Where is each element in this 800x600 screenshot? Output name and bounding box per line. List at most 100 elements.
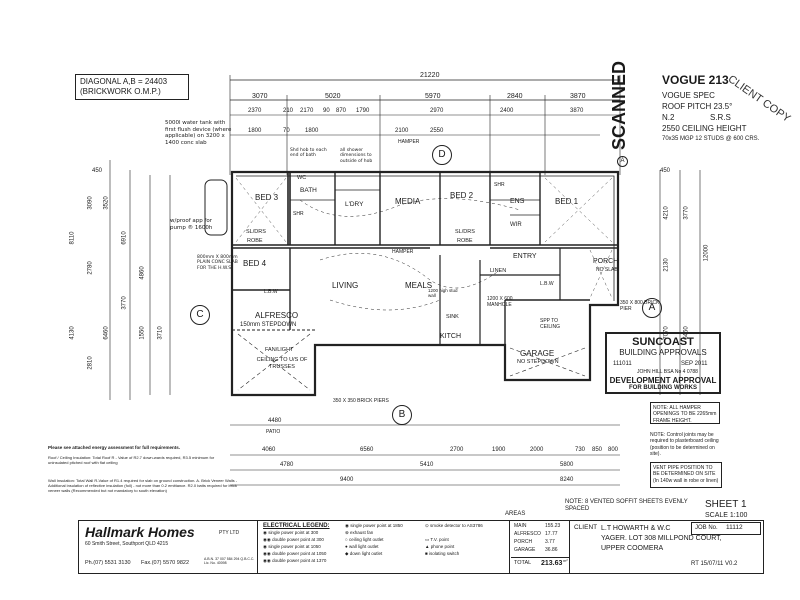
water-tank-note: 5000l water tank with first flush device… [165, 120, 232, 146]
dim-top-5: 3870 [570, 93, 586, 100]
company-name: Hallmark Homes [85, 524, 195, 540]
dim-bot-12: 5800 [560, 462, 574, 468]
dim-right-5: 2130 [663, 258, 670, 272]
stud-wall-note: 1200 high stud wall [428, 288, 458, 299]
company-pty: PTY LTD [219, 530, 240, 536]
hamper-note: NOTE: ALL HAMPER OPENINGS TO BE 2265mm F… [650, 402, 720, 424]
room-media: MEDIA [395, 197, 421, 206]
energy-roof: Roof / Ceiling Insulation: Total Roof R … [48, 455, 215, 465]
brick-piers-note: 350 X 350 BRICK PIERS [333, 398, 389, 404]
dim-bot-11: 5410 [420, 462, 434, 468]
room-wc: WC [297, 175, 307, 181]
dim-row2-9: 3870 [570, 108, 584, 114]
dim-left-11: 1550 [139, 326, 146, 340]
dim-left-5: 6910 [121, 231, 128, 245]
grid-circle-a: A [642, 298, 662, 318]
dim-left-7: 4860 [139, 266, 146, 280]
dim-bot-7: 730 [575, 447, 586, 453]
client-address-1: YAGER. LOT 308 MILLPOND COURT, [601, 535, 722, 542]
ens-shr: SHR [494, 182, 505, 188]
legend-item: ⊙ smoke detector to AS3786 [425, 523, 483, 528]
dim-row3-2: 70 [283, 128, 290, 134]
area-value: 17.77 [545, 531, 558, 537]
room-living: LIVING [332, 281, 359, 290]
dim-left-6: 2780 [87, 261, 94, 275]
company-address: 60 Smith Street, Southport QLD 4215 [85, 541, 169, 547]
title-block: Hallmark Homes PTY LTD 60 Smith Street, … [78, 511, 764, 574]
ceiling-height: 2550 CEILING HEIGHT [662, 124, 747, 133]
area-label: PORCH [514, 539, 533, 545]
grid-circle-c: C [190, 305, 210, 325]
model-spec: VOGUE SPEC [662, 91, 715, 100]
soffit-note: NOTE: 8 VENTED SOFFIT SHEETS EVENLY SPAC… [565, 499, 688, 513]
approval-stamp: SUNCOAST BUILDING APPROVALS 111011 SEP 2… [605, 332, 721, 394]
dim-right-4: 12000 [703, 244, 710, 262]
suncoast-num: 111011 [613, 361, 632, 367]
company-licence: A.B.N. 37 007 584 294 Q.B.C.C. Lic. No. … [204, 557, 255, 566]
legend-item: ◉ single power point at 1050 [263, 544, 321, 549]
room-entry: ENTRY [513, 253, 537, 260]
grid-marker-a-small: A [617, 156, 628, 167]
slab-type: S.R.S [710, 113, 731, 122]
legend-item: ● wall light outlet [345, 544, 379, 549]
energy-wall: Wall Insulation: Total Wall R-Value of R… [48, 478, 238, 493]
dim-bot-4: 2700 [450, 447, 464, 453]
revision: RT 15/07/11 V0.2 [691, 561, 738, 567]
area-value: 155.23 [545, 523, 561, 529]
stud-spec: 70x35 MGP 12 STUDS @ 600 CRS. [662, 136, 760, 142]
legend-item: ▭ T.V. point [425, 537, 449, 542]
dim-row2-3: 2170 [300, 108, 314, 114]
job-label: JOB No. [695, 525, 718, 531]
areas-divider [511, 557, 569, 558]
area-total-label: TOTAL [514, 560, 532, 566]
manhole-note: 1200 X 600 MANHOLE [487, 296, 513, 308]
company-fax: Fax.(07) 5570 9822 [141, 560, 190, 566]
diagonal-line2: (BRICKWORK O.M.P.) [80, 87, 161, 96]
dim-bot-6: 2000 [530, 447, 544, 453]
room-bed2: BED 2 [450, 191, 474, 200]
room-porch: PORCH [593, 258, 619, 265]
vent-pipe-note: VENT PIPE POSITION TO BE DETERMINED ON S… [650, 462, 722, 488]
pump-note: w/proof app for pump ® 1600h [170, 218, 213, 231]
dim-right-2: 4210 [663, 206, 670, 220]
roof-pitch: ROOF PITCH 23.5° [662, 102, 733, 111]
legend-item: ⊗ exhaust fan [345, 530, 374, 535]
brick-pier-note: 350 X 800 BRICK PIER [620, 300, 660, 312]
energy-title: Please see attached energy assessment fo… [48, 445, 181, 450]
company-block: Hallmark Homes PTY LTD 60 Smith Street, … [79, 521, 258, 573]
room-meals: MEALS [405, 281, 433, 290]
dim-right-3: 3770 [683, 206, 690, 220]
area-label: ALFRESCO [514, 531, 541, 537]
dim-top-1: 3070 [252, 93, 268, 100]
job-number: 11112 [726, 524, 743, 531]
areas-table: AREAS MAIN 155.23 ALFRESCO 17.77 PORCH 3… [505, 511, 570, 573]
dim-left-2: 3090 [87, 196, 94, 210]
lbw-label-1: L.B.W [264, 289, 278, 295]
room-laundry: L'DRY [345, 201, 364, 208]
spp-note: SPP TO CEILING [540, 318, 561, 330]
dim-top-3: 5970 [425, 93, 441, 100]
bed3-slidrs: SL/DRS [246, 229, 266, 235]
dim-right-1: 450 [660, 168, 671, 174]
bath-hob-note: Shd hob to each end of bath [290, 148, 327, 159]
hamper-label: HAMPER [398, 139, 420, 145]
dim-row2-7: 2970 [430, 108, 444, 114]
room-kitchen: KITCH [440, 333, 461, 340]
bed3-robe: ROBE [247, 238, 263, 244]
dim-left-3: 3520 [103, 196, 110, 210]
kitchen-sink: SINK [446, 314, 459, 320]
dev-approval-line1: DEVELOPMENT APPROVAL [609, 376, 717, 385]
bed2-slidrs: SL/DRS [455, 229, 475, 235]
dim-row2-8: 2400 [500, 108, 514, 114]
client-address-2: UPPER COOMERA [601, 545, 664, 552]
garage-stepdown: NO STEPDOWN [517, 359, 559, 365]
suncoast-person: JOHN HILL BSA No 4 0788 [637, 369, 698, 375]
dim-bot-8: 850 [592, 447, 603, 453]
area-total-value: 213.63 [541, 560, 563, 567]
dim-left-1: 450 [92, 168, 103, 174]
room-bed3: BED 3 [255, 193, 279, 202]
legend-title: ELECTRICAL LEGEND: [263, 523, 330, 529]
room-bed1: BED 1 [555, 197, 579, 206]
legend-item: ◉ single power point at 1850 [345, 523, 403, 528]
diagonal-note: DIAGONAL A,B = 24403 (BRICKWORK O.M.P.) [75, 74, 189, 100]
